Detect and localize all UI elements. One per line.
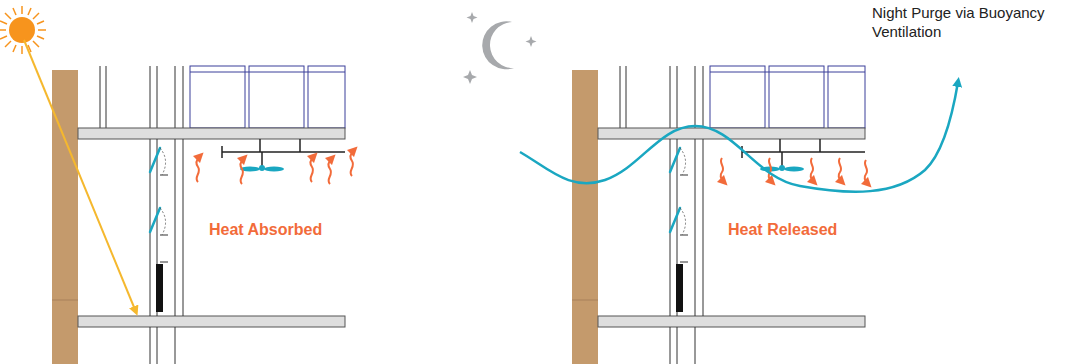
moon-icon bbox=[463, 12, 537, 84]
heat-label: Heat Absorbed bbox=[209, 220, 369, 239]
sun-ray bbox=[24, 40, 136, 312]
heat-arrows-up bbox=[196, 150, 354, 184]
building-section-night bbox=[572, 66, 865, 364]
airflow-arrow bbox=[520, 82, 958, 192]
heat-label: Heat Released bbox=[728, 220, 888, 239]
heat-arrows-down bbox=[721, 158, 868, 184]
annotation-label: Night Purge via Buoyancy Ventilation bbox=[872, 4, 1072, 42]
sun-icon bbox=[0, 6, 46, 54]
